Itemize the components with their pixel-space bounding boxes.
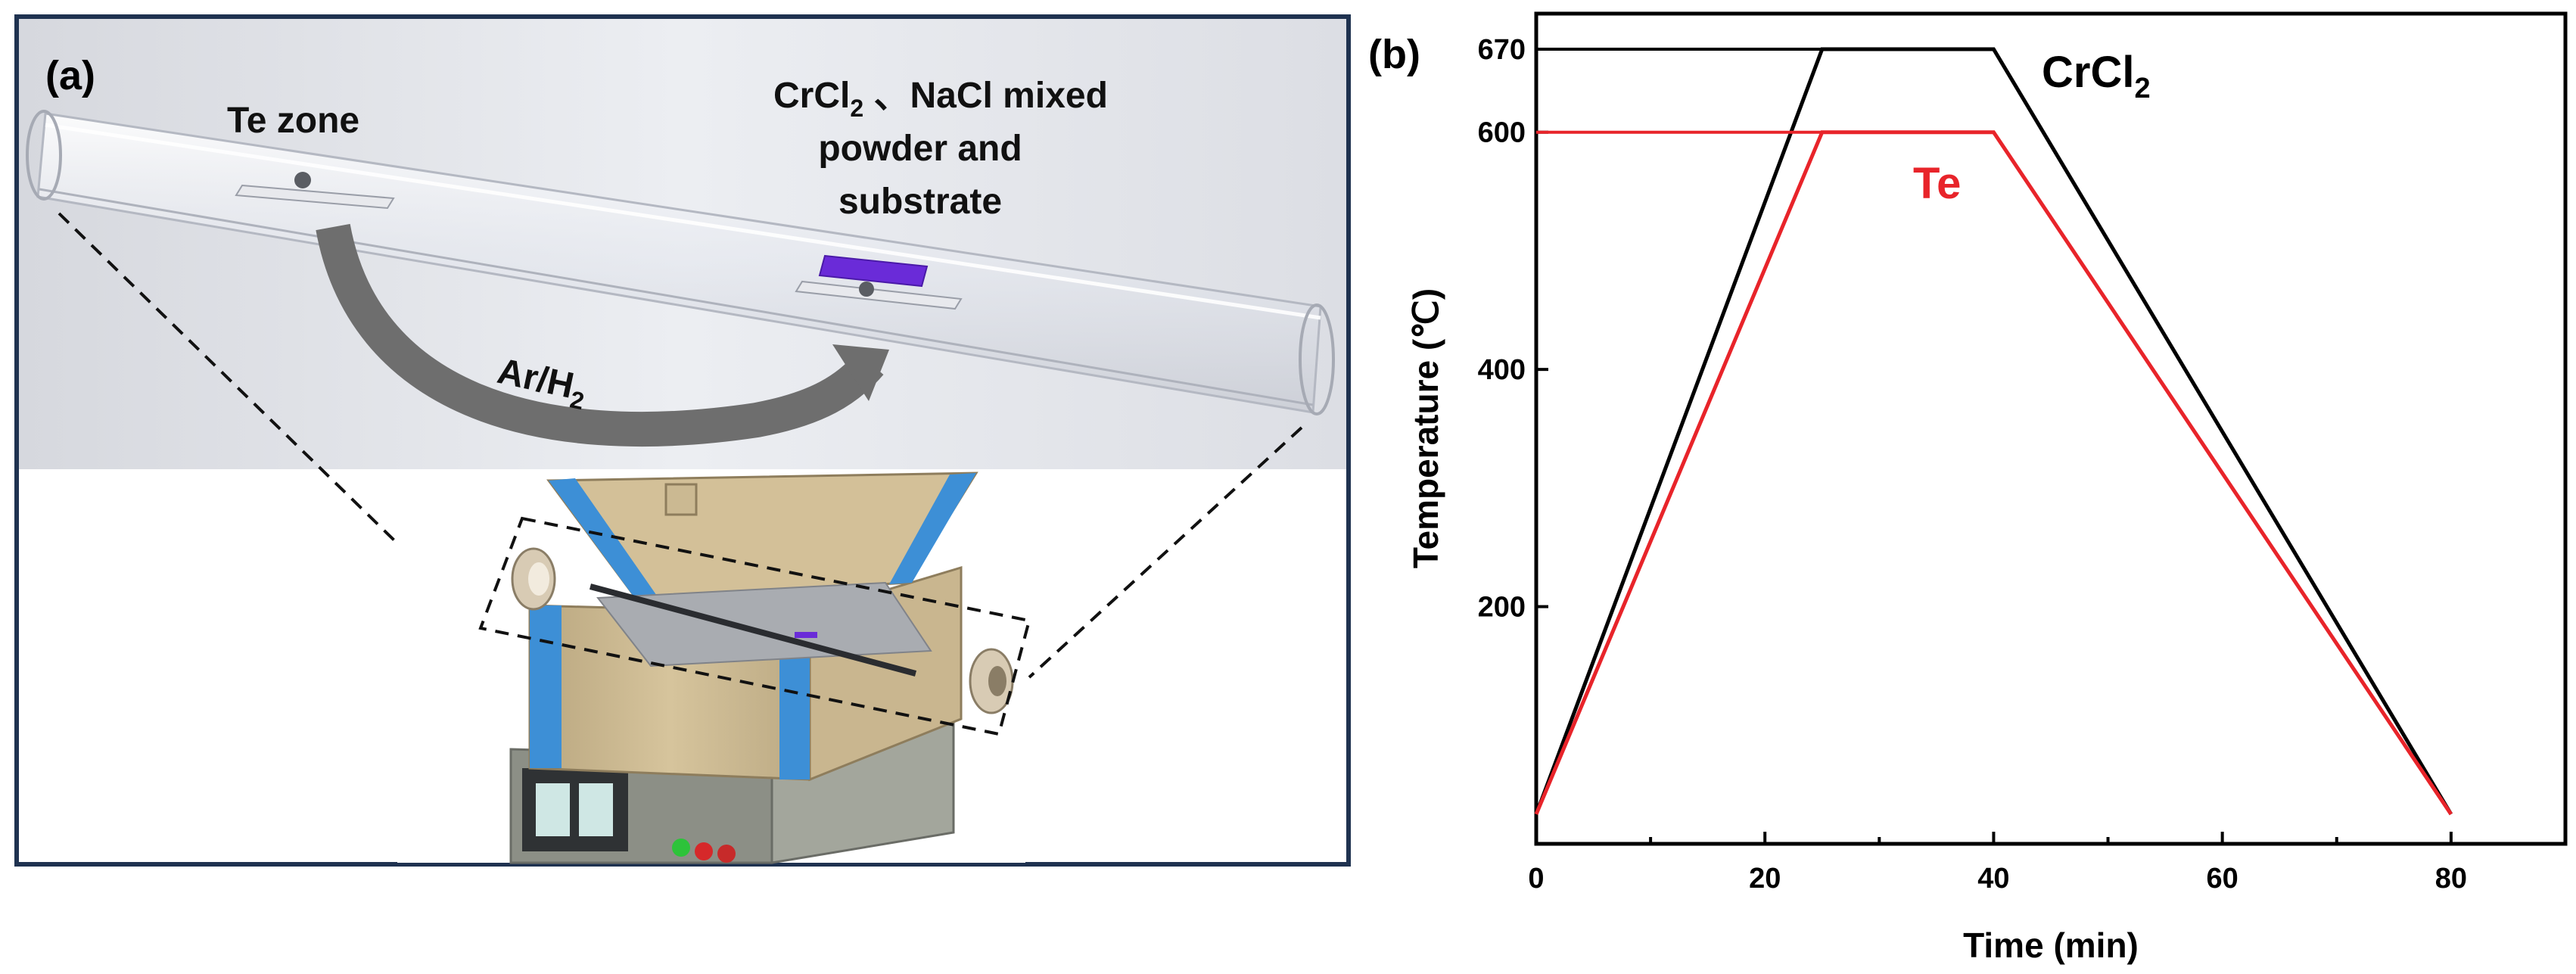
series-lines [1534, 47, 2453, 816]
zoom-line-left [58, 212, 486, 630]
gas-flow-arrow-head [832, 344, 889, 401]
y-axis-ticks: 200 400 600 670 [1478, 34, 1548, 624]
substrate-purple [818, 254, 929, 288]
source-label-line1: CrCl2 、NaCl mixed [773, 76, 1108, 122]
y-tick-label: 200 [1478, 592, 1526, 624]
y-tick-label: 670 [1478, 34, 1526, 66]
heating-chamber [596, 581, 932, 667]
zoom-line-right [1028, 426, 1303, 679]
series-label-crcl2: CrCl2 [2042, 48, 2151, 104]
te-powder [294, 172, 311, 188]
series-line-te [1534, 130, 2453, 816]
x-tick-label: 0 [1528, 863, 1544, 895]
y-tick-label: 600 [1478, 117, 1526, 149]
source-powder [859, 282, 874, 297]
tube-left-opening [26, 110, 62, 201]
x-tick-label: 20 [1749, 863, 1781, 895]
series-line-crcl2 [1534, 47, 2453, 816]
gas-flow-arrow [316, 223, 884, 447]
panel-a-illustration: (a) Te zone CrCl2 、NaCl mixed powder and… [14, 14, 1351, 867]
panel-b-label: (b) [1368, 32, 1420, 77]
source-label-line3: substrate [838, 182, 1002, 222]
tube-right-opening [1299, 303, 1335, 415]
lid-handle [664, 483, 698, 516]
red-button [695, 842, 713, 860]
te-boat [235, 172, 395, 210]
source-label-line2: powder and [818, 129, 1022, 169]
x-tick-label: 40 [1977, 863, 2009, 895]
x-tick-label: 60 [2207, 863, 2238, 895]
x-axis-ticks: 0 20 40 60 80 [1528, 832, 2567, 895]
highlight-box [478, 516, 1031, 736]
plot-frame [1534, 11, 2568, 846]
green-button [672, 839, 690, 857]
panel-a-label: (a) [45, 53, 95, 98]
x-axis-title: Time (min) [1963, 926, 2139, 965]
te-zone-label: Te zone [227, 101, 359, 141]
furnace-blue-band-left [530, 605, 562, 768]
substrate-boat [795, 254, 963, 310]
y-axis-title: Temperature (℃) [1406, 288, 1445, 568]
tube-furnace [397, 471, 1031, 864]
tube-in-furnace [589, 583, 917, 677]
y-tick-label: 400 [1478, 354, 1526, 386]
quartz-tube [26, 110, 1335, 415]
x-tick-label: 80 [2435, 863, 2467, 895]
series-label-te: Te [1913, 159, 1961, 208]
temperature-profile-chart: (b) 0 20 40 60 80 200 400 600 670 Time (min) Te… [1368, 11, 2568, 965]
